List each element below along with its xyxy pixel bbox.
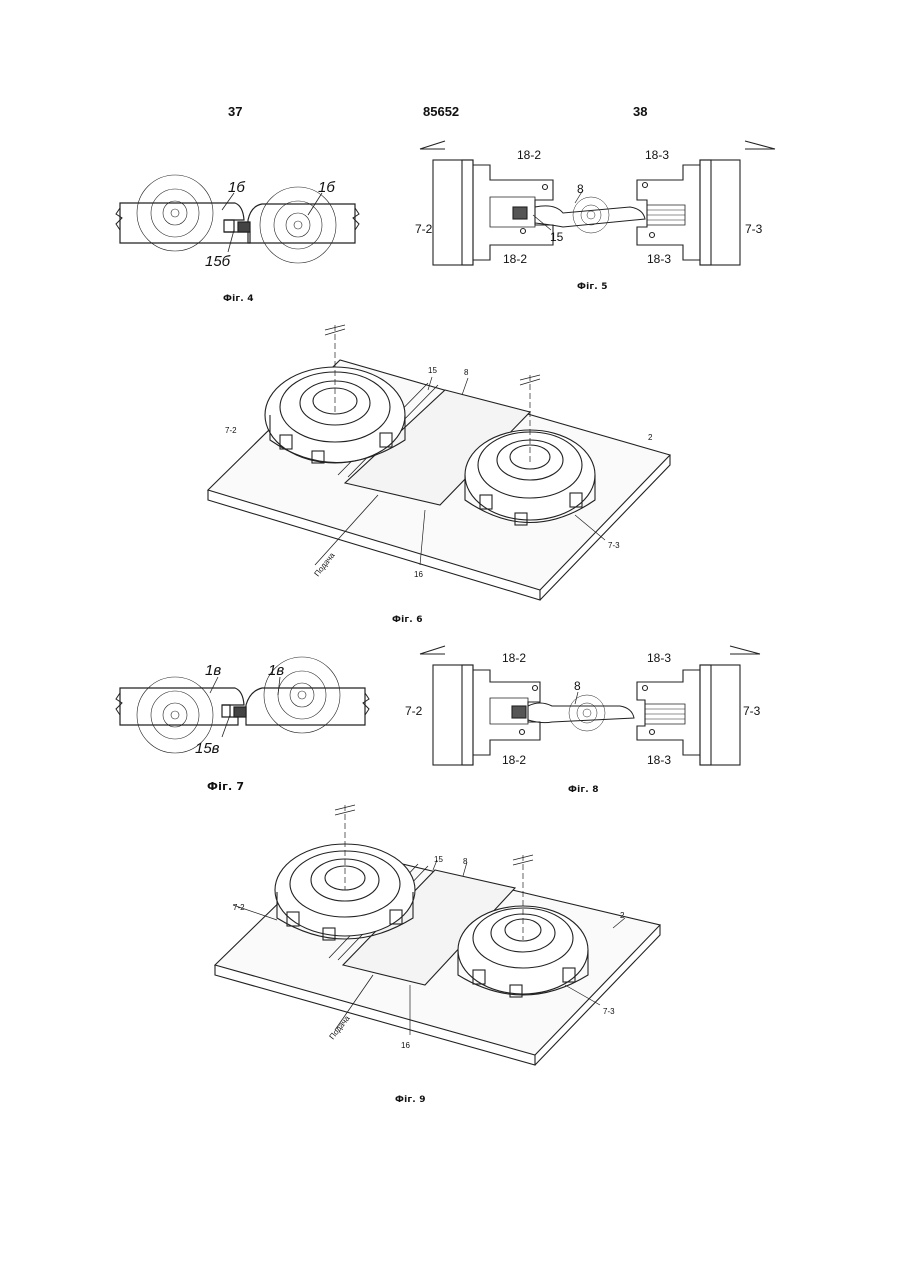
figure-8: 7-2 18-2 18-2 8 18-3 18-3 7-3 (400, 640, 780, 775)
figure-9: 15 8 7-2 2 7-3 16 Подача (205, 800, 675, 1090)
fig7-label-c: 15в (195, 740, 220, 757)
fig7-label-a: 1в (205, 662, 221, 679)
fig8-label-7-3: 7-3 (743, 704, 761, 718)
fig9-drawing: 15 8 7-2 2 7-3 16 Подача (205, 800, 675, 1090)
fig6-label-2: 2 (648, 433, 653, 442)
fig5-label-7-3: 7-3 (745, 222, 763, 236)
fig6-caption: Фіг. 6 (392, 615, 423, 625)
fig4-label-c: 15б (205, 253, 231, 270)
fig6-label-7-2: 7-2 (225, 426, 237, 435)
fig8-label-18-2-top: 18-2 (502, 651, 526, 665)
figure-4: 1б 1б 15б (110, 170, 370, 280)
fig5-drawing: 7-2 18-2 18-2 8 15 18-3 18-3 7-3 (415, 135, 780, 275)
fig8-label-18-2-bottom: 18-2 (502, 753, 526, 767)
fig9-label-16: 16 (401, 1041, 410, 1050)
fig9-label-15: 15 (434, 855, 443, 864)
fig8-label-8: 8 (574, 679, 581, 693)
fig7-caption: Фіг. 7 (207, 780, 244, 793)
fig6-label-15: 15 (428, 366, 437, 375)
fig9-label-feed: Подача (327, 1014, 351, 1042)
page-number-right: 38 (633, 104, 647, 119)
page-number-left: 37 (228, 104, 242, 119)
fig4-drawing: 1б 1б 15б (110, 170, 370, 280)
fig8-drawing: 7-2 18-2 18-2 8 18-3 18-3 7-3 (400, 640, 780, 775)
fig5-label-15: 15 (550, 230, 564, 244)
fig4-label-a: 1б (228, 179, 245, 196)
fig8-caption: Фіг. 8 (568, 785, 599, 795)
fig7-label-b: 1в (268, 662, 284, 679)
fig5-label-18-3-bottom: 18-3 (647, 252, 671, 266)
fig5-label-8: 8 (577, 182, 584, 196)
fig6-label-8: 8 (464, 368, 469, 377)
fig8-label-7-2: 7-2 (405, 704, 423, 718)
fig9-label-7-2: 7-2 (233, 903, 245, 912)
fig5-label-18-3-top: 18-3 (645, 148, 669, 162)
fig9-label-8: 8 (463, 857, 468, 866)
fig9-label-2: 2 (620, 911, 625, 920)
fig9-label-7-3: 7-3 (603, 1007, 615, 1016)
figure-6: 15 8 7-2 2 7-3 16 Подача (200, 315, 680, 610)
fig9-caption: Фіг. 9 (395, 1095, 426, 1105)
fig5-caption: Фіг. 5 (577, 282, 608, 292)
fig5-label-7-2: 7-2 (415, 222, 433, 236)
fig5-label-18-2-bottom: 18-2 (503, 252, 527, 266)
fig4-caption: Фіг. 4 (223, 294, 254, 304)
fig6-drawing: 15 8 7-2 2 7-3 16 Подача (200, 315, 680, 610)
figure-5: 7-2 18-2 18-2 8 15 18-3 18-3 7-3 (415, 135, 780, 275)
fig6-label-7-3: 7-3 (608, 541, 620, 550)
fig7-drawing: 1в 1в 15в (110, 655, 380, 765)
fig5-label-18-2-top: 18-2 (517, 148, 541, 162)
figure-7: 1в 1в 15в (110, 655, 380, 765)
fig4-label-b: 1б (318, 179, 335, 196)
patent-number: 85652 (423, 104, 459, 119)
fig8-label-18-3-bottom: 18-3 (647, 753, 671, 767)
fig8-label-18-3-top: 18-3 (647, 651, 671, 665)
fig6-label-16: 16 (414, 570, 423, 579)
